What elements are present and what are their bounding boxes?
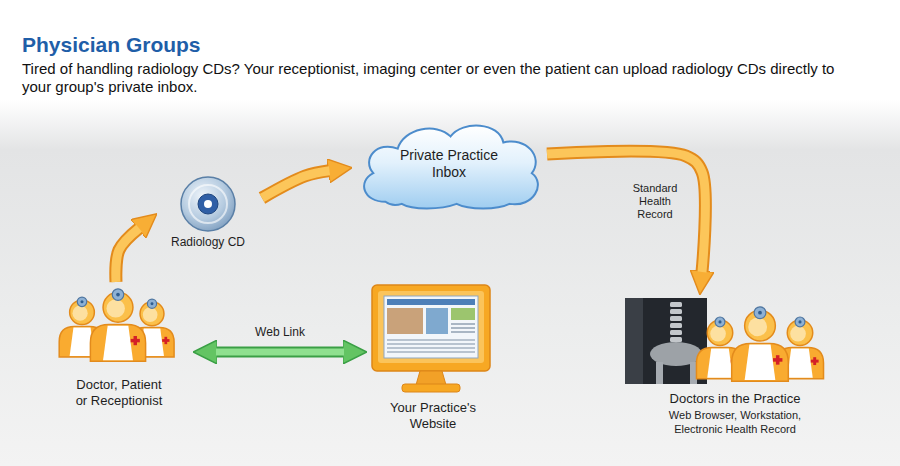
head-mirror [112,289,124,301]
monitor-icon [372,285,490,392]
arrow-outline [216,347,344,358]
arrow-fill [116,228,139,282]
cloud-inbox: Private Practice Inbox [355,118,543,210]
mirror-center [80,300,83,303]
web-link-arrow [216,352,344,353]
node-label: Private Practice Inbox [390,147,508,182]
red-cross [776,355,780,364]
xray-vertebra [670,330,682,335]
page-text-line [451,331,475,333]
xray-frame [625,298,707,384]
head-mirror [754,307,766,319]
monitor-base [402,384,460,392]
cd-hole [204,200,212,208]
head-highlight [107,299,125,317]
node-label: Doctors in the Practice [670,391,801,407]
flow-arrow [116,228,139,282]
flow-arrow [262,171,330,198]
coat-front [745,345,776,380]
head-highlight [710,326,726,342]
page-text-line [451,327,475,329]
doctors-icon [696,307,823,381]
cd-illustration [158,174,258,232]
node-label: Radiology CD [171,235,245,250]
node-label: Your Practice's Website [377,400,489,433]
xray-image [625,298,707,384]
arrow-outline [547,151,705,272]
monitor-neck [416,371,446,385]
title: Physician Groups [22,33,201,57]
mirror-center [151,302,154,305]
page-text-line [451,323,475,325]
xray-vertebra [670,337,682,342]
page-text-line [387,347,475,349]
node-label: Doctor, Patient or Receptionist [69,377,169,410]
monitor-illustration [370,283,496,397]
page-text-line [387,343,475,345]
arrow-outline [116,228,139,282]
arrow-fill [216,349,344,356]
cd-hub [198,194,218,214]
edge-label: Standard Health Record [624,182,686,222]
page-text-line [387,351,475,353]
arrow-fill [547,151,705,272]
head-highlight [143,307,158,322]
red-cross [813,357,816,365]
head-mirror [147,299,156,308]
cd-ring [189,185,227,223]
page-image [387,308,423,334]
head-highlight [790,326,806,342]
head-mirror [77,297,87,307]
people-node: Doctor, Patient or Receptionist [48,286,190,410]
xray-vertebra [670,309,682,314]
cloud-outline [364,125,538,208]
coat-front [103,326,133,361]
flow-arrow [547,151,705,272]
xray-vertebra [670,302,682,307]
monitor-bezel [378,291,484,363]
xray-side-panel [625,298,643,384]
monitor-frame [372,285,490,371]
xray-vertebra [670,323,682,328]
cd-disc [181,177,235,231]
mirror-center [758,311,762,315]
node-sublabel: Web Browser, Workstation, Electronic Hea… [660,409,810,437]
cd-icon-node: Radiology CD [158,174,258,250]
arrow-fill [262,171,330,198]
coat-front [787,348,812,377]
xray-femur [656,362,663,384]
people-icon [59,289,174,361]
coat-front [707,348,732,377]
arrow-outline [262,171,330,198]
head-mirror [715,317,725,327]
mirror-center [718,320,721,323]
person-body [90,325,145,362]
caption: Tired of handling radiology CDs? Your re… [22,60,862,96]
page-image [451,308,475,320]
edge-label: Web Link [240,325,320,339]
doctors-illustration [620,298,850,388]
xray-vertebra [670,316,682,321]
red-cross [134,336,137,345]
head-mirror [795,317,805,327]
red-cross [164,337,167,344]
mirror-center [798,320,801,323]
person-body [732,343,789,381]
doctors-node: Doctors in the PracticeWeb Browser, Work… [620,298,850,437]
mirror-center [116,293,120,297]
people-illustration [48,286,190,374]
page-text-line [387,339,475,341]
head-highlight [73,306,88,321]
website-node: Your Practice's Website [370,283,496,433]
monitor-screen [384,296,478,358]
head-highlight [748,317,767,336]
page-image [426,308,448,334]
page-header [387,299,475,305]
